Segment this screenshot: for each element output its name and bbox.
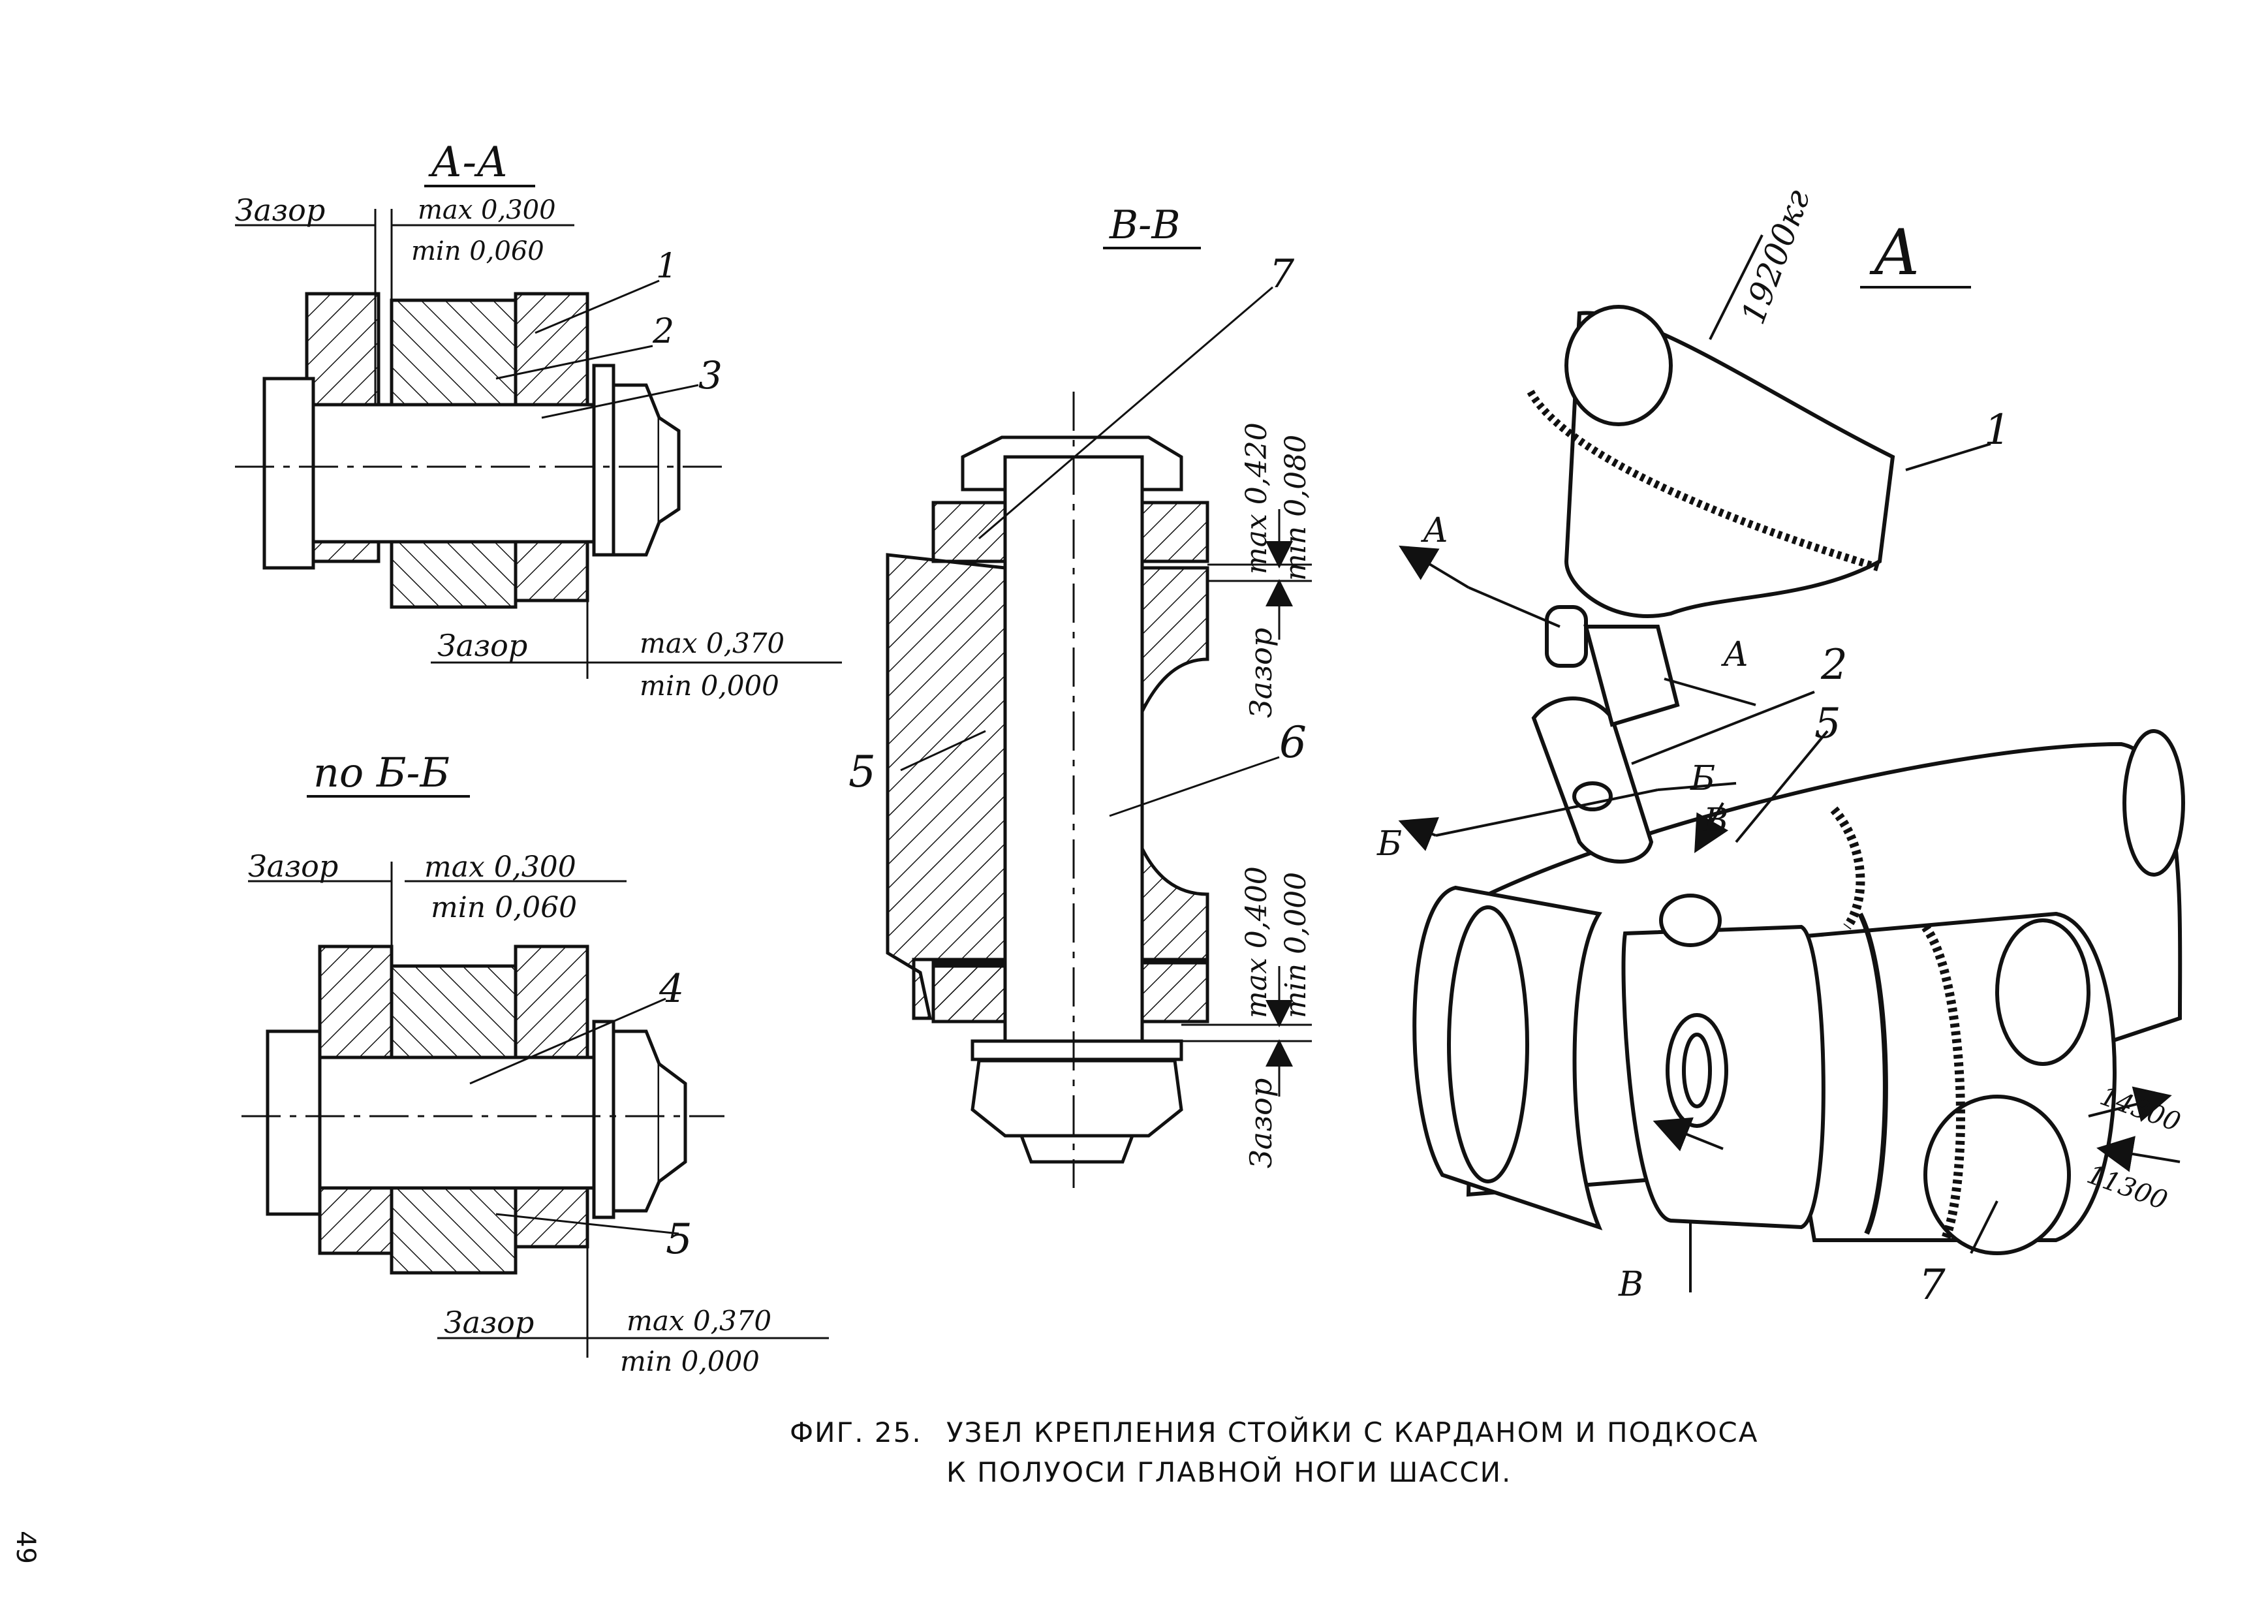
vv-gap-top-max: max 0,420	[1240, 422, 1273, 574]
aa-gap-top-label: Зазор	[235, 193, 325, 228]
bb-gap-bottom-label: Зазор	[444, 1305, 534, 1340]
bb-gap-top-min: min 0,060	[431, 891, 577, 924]
section-bb	[241, 862, 829, 1358]
vv-gap-top-min: min 0,080	[1279, 435, 1313, 581]
vv-callout-7: 7	[1269, 251, 1295, 297]
vv-gap-bottom-label: Зазор	[1243, 1078, 1279, 1168]
view-a-marks	[1398, 234, 2181, 1292]
aa-title: А-А	[428, 138, 508, 187]
view-a-callout-5: 5	[1814, 700, 1841, 748]
vv-callout-5: 5	[848, 747, 876, 797]
view-a-assembly	[1412, 305, 2185, 1255]
view-a-mark-v2: В	[1618, 1265, 1643, 1304]
caption-line-2: К ПОЛУОСИ ГЛАВНОЙ НОГИ ШАССИ.	[946, 1456, 1512, 1488]
aa-callout-3: 3	[698, 353, 722, 398]
figure-number: ФИГ. 25.	[790, 1416, 922, 1448]
view-a-load-top: 19200кг	[1734, 185, 1818, 329]
aa-gap-top-max: max 0,300	[418, 195, 556, 225]
vv-callout-6: 6	[1279, 717, 1307, 768]
caption-line-1: УЗЕЛ КРЕПЛЕНИЯ СТОЙКИ С КАРДАНОМ И ПОДКО…	[946, 1416, 1759, 1448]
section-vv	[886, 286, 1312, 1188]
view-a-load-right-2: 11300	[2083, 1159, 2171, 1216]
view-a-mark-a2: А	[1720, 635, 1748, 674]
aa-gap-top-min: min 0,060	[411, 236, 544, 266]
view-a-mark-v1: В	[1703, 802, 1728, 841]
bb-gap-bottom-min: min 0,000	[620, 1345, 760, 1377]
vv-gap-top-label: Зазор	[1243, 628, 1279, 718]
view-a-callout-7: 7	[1919, 1261, 1946, 1309]
bb-title: по Б-Б	[313, 749, 450, 796]
vv-gap-bottom-max: max 0,400	[1240, 866, 1273, 1018]
vv-gap-bottom-min: min 0,000	[1279, 872, 1313, 1018]
vv-title: В-В	[1109, 202, 1180, 248]
view-a-mark-a1: А	[1420, 511, 1448, 550]
bb-callout-5: 5	[666, 1215, 692, 1264]
view-a-callout-1: 1	[1984, 406, 2011, 454]
aa-gap-bottom-max: max 0,370	[640, 627, 784, 659]
view-a-callout-2: 2	[1820, 641, 1848, 689]
view-a-mark-b2: Б	[1690, 759, 1715, 798]
aa-callout-1: 1	[656, 247, 677, 286]
view-a-title: А	[1869, 216, 1921, 289]
figure-caption: ФИГ. 25. УЗЕЛ КРЕПЛЕНИЯ СТОЙКИ С КАРДАНОМ…	[790, 1416, 1758, 1488]
aa-gap-bottom-label: Зазор	[437, 628, 527, 663]
bb-callout-4: 4	[659, 966, 684, 1012]
view-a-mark-b1: Б	[1376, 824, 1402, 864]
page-number: 49	[10, 1531, 40, 1564]
aa-callout-2: 2	[652, 312, 674, 351]
aa-gap-bottom-min: min 0,000	[640, 670, 779, 702]
bb-gap-top-label: Зазор	[248, 849, 338, 884]
section-aa	[235, 209, 842, 679]
bb-gap-top-max: max 0,300	[424, 851, 576, 884]
bb-gap-bottom-max: max 0,370	[627, 1305, 771, 1337]
